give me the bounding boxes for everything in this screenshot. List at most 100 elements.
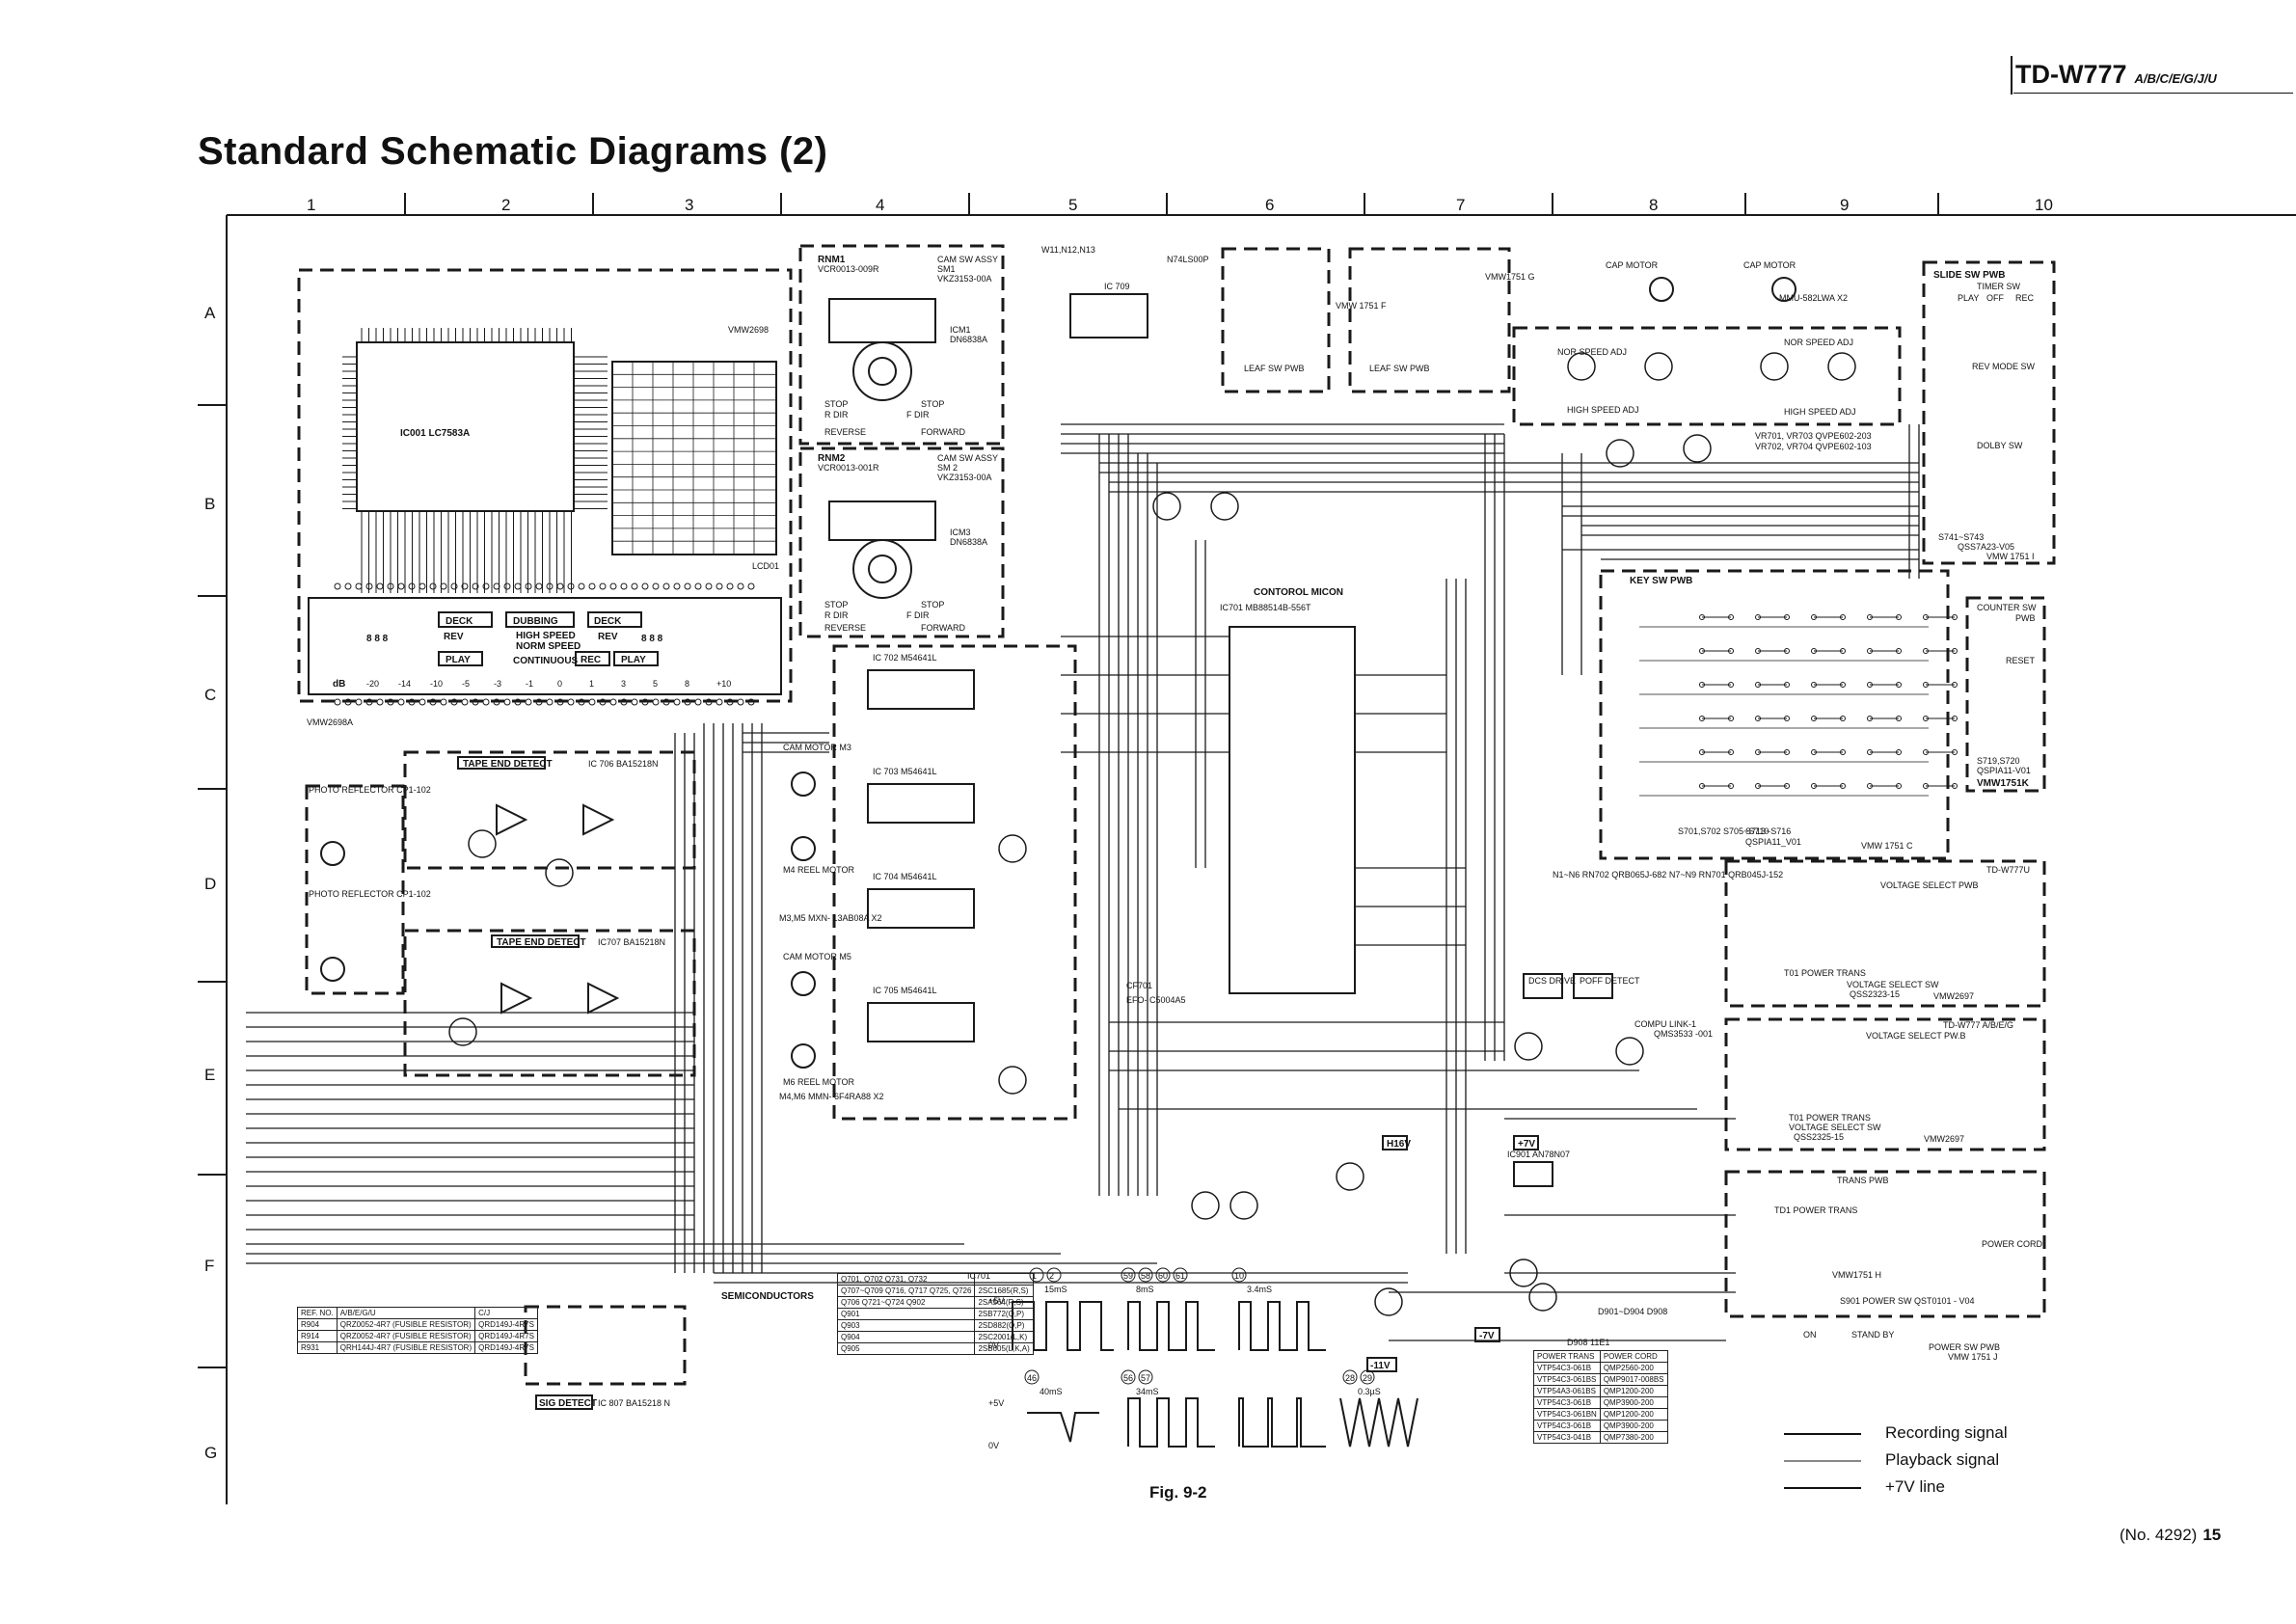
- power-on: ON: [1803, 1330, 1817, 1340]
- pin-pad: [355, 582, 363, 590]
- key-contact: [1867, 716, 1873, 721]
- semi-cell: Q901: [836, 1308, 976, 1320]
- pin-pad: [726, 698, 734, 706]
- grid-row-D: D: [204, 875, 216, 893]
- key-contact: [1784, 682, 1790, 688]
- playback-line: [1784, 1460, 1861, 1462]
- resistor-cell: R904: [297, 1318, 338, 1331]
- key-contact: [1867, 614, 1873, 620]
- power-trans-header: POWER TRANS: [1533, 1350, 1601, 1363]
- waveform-node: [1046, 1267, 1062, 1283]
- pin-pad: [376, 582, 384, 590]
- figure-caption: Fig. 9-2: [1149, 1483, 1207, 1502]
- waveform-trace: [1012, 1301, 1114, 1351]
- pin-pad: [556, 698, 564, 706]
- db-scale-tick: 1: [589, 679, 594, 689]
- pin-pad: [493, 698, 500, 706]
- semi-cell: 2SA564(R,S): [974, 1296, 1034, 1309]
- resistor-header-a: A/B/E/G/U: [336, 1307, 476, 1319]
- deck-a-label: DECK: [446, 616, 473, 627]
- pt-cell: QMP2560-200: [1599, 1362, 1668, 1374]
- ted1-ic: IC 706 BA15218N: [588, 759, 659, 769]
- pin-pad: [737, 698, 744, 706]
- transistor: [1509, 1259, 1538, 1287]
- key-contact: [1728, 682, 1734, 688]
- slide-timer: TIMER SW: [1977, 282, 2021, 291]
- pt-cell: QMP7380-200: [1599, 1431, 1668, 1444]
- pt-cell: VTP54C3-041B: [1533, 1431, 1601, 1444]
- key-sw-parts2: S713~S716: [1745, 826, 1791, 836]
- waveform-node: [1138, 1267, 1153, 1283]
- rnm1-ic-part: DN6838A: [950, 335, 987, 344]
- resistor-header-ref: REF. NO.: [297, 1307, 338, 1319]
- pin-pad: [514, 698, 522, 706]
- pin-pad: [588, 698, 596, 706]
- key-contact: [1784, 648, 1790, 654]
- pin-pad: [408, 698, 416, 706]
- waveform-trace: [1238, 1301, 1326, 1351]
- pin-pad: [620, 698, 628, 706]
- key-contact: [1896, 682, 1902, 688]
- resistor-cell: QRD149J-4R7S: [474, 1341, 538, 1354]
- pin-pad: [662, 582, 670, 590]
- key-contact: [1784, 783, 1790, 789]
- resistor-cell: R914: [297, 1330, 338, 1342]
- counter-vmw: VMW1751K: [1977, 778, 2030, 789]
- rnm2-fdir: F DIR: [906, 610, 930, 620]
- volt1-part: QSS2323-15: [1850, 989, 1900, 999]
- semiconductor-table: Q701, Q702 Q731, Q732 Q707~Q709 Q716, Q7…: [836, 1273, 1034, 1355]
- plus7-tag: +7V: [1518, 1139, 1535, 1150]
- key-contact: [1755, 682, 1761, 688]
- key-contact: [1840, 783, 1846, 789]
- waveform-time: 34mS: [1136, 1387, 1159, 1396]
- pt-cell: VTP54A3-061BS: [1533, 1385, 1601, 1397]
- slide-rec: REC: [2015, 293, 2035, 303]
- key-contact: [1699, 648, 1705, 654]
- rnm2-stop-right: STOP: [921, 600, 944, 609]
- plus7-line: [1784, 1487, 1861, 1489]
- pin-pad: [472, 698, 479, 706]
- key-contact: [1755, 783, 1761, 789]
- grid-row-B: B: [204, 495, 215, 513]
- volt1-title: VOLTAGE SELECT PWB: [1880, 880, 1979, 890]
- pin-pad: [408, 582, 416, 590]
- pin-pad: [673, 582, 681, 590]
- key-sw-vmw: VMW 1751 C: [1861, 841, 1913, 851]
- volt2-sel: VOLTAGE SELECT SW: [1789, 1123, 1881, 1132]
- waveform-time: 40mS: [1040, 1387, 1063, 1396]
- photo1-label: PHOTO REFLECTOR CP1-102: [309, 785, 431, 795]
- rnm1-fdir: F DIR: [906, 410, 930, 420]
- pt-cell: QMP1200-200: [1599, 1408, 1668, 1421]
- play-a-label: PLAY: [446, 655, 471, 665]
- db-scale-tick: -5: [462, 679, 470, 689]
- rnm1-forward: FORWARD: [921, 427, 965, 437]
- cf701-part: EFO- C5004A5: [1126, 995, 1186, 1005]
- pin-pad: [567, 582, 575, 590]
- pin-pad: [397, 582, 405, 590]
- semi-cell: 2SD882(Q,P): [974, 1319, 1034, 1332]
- counter-pwb: PWB: [2015, 613, 2036, 623]
- key-contact: [1952, 682, 1958, 688]
- page-number: (No. 4292)15: [2120, 1526, 2221, 1545]
- pt-cell: VTP54C3-061B: [1533, 1362, 1601, 1374]
- waveform-voltage: +5V: [988, 1398, 1004, 1408]
- key-contact: [1923, 716, 1929, 721]
- sig-detect-title: SIG DETECT: [539, 1398, 597, 1409]
- control-micon: CONTOROL MICON IC701 MB88514B-556T CF701…: [1126, 587, 1356, 1005]
- pin-pad: [387, 698, 394, 706]
- rnm1-vkz: VKZ3153-00A: [937, 274, 992, 284]
- pin-pad: [387, 582, 394, 590]
- grid-row-F: F: [204, 1257, 214, 1275]
- grid-row-E: E: [204, 1066, 215, 1084]
- transistor: [1210, 492, 1239, 521]
- wiring: [246, 352, 1920, 1341]
- sig-detect-ic: IC 807 BA15218 N: [598, 1398, 670, 1408]
- ic702-label: IC 702 M54641L: [873, 653, 937, 663]
- pin-pad: [503, 582, 511, 590]
- pin-pad: [673, 698, 681, 706]
- transistor: [1528, 1283, 1557, 1312]
- power-cord-header: POWER CORD: [1599, 1350, 1668, 1363]
